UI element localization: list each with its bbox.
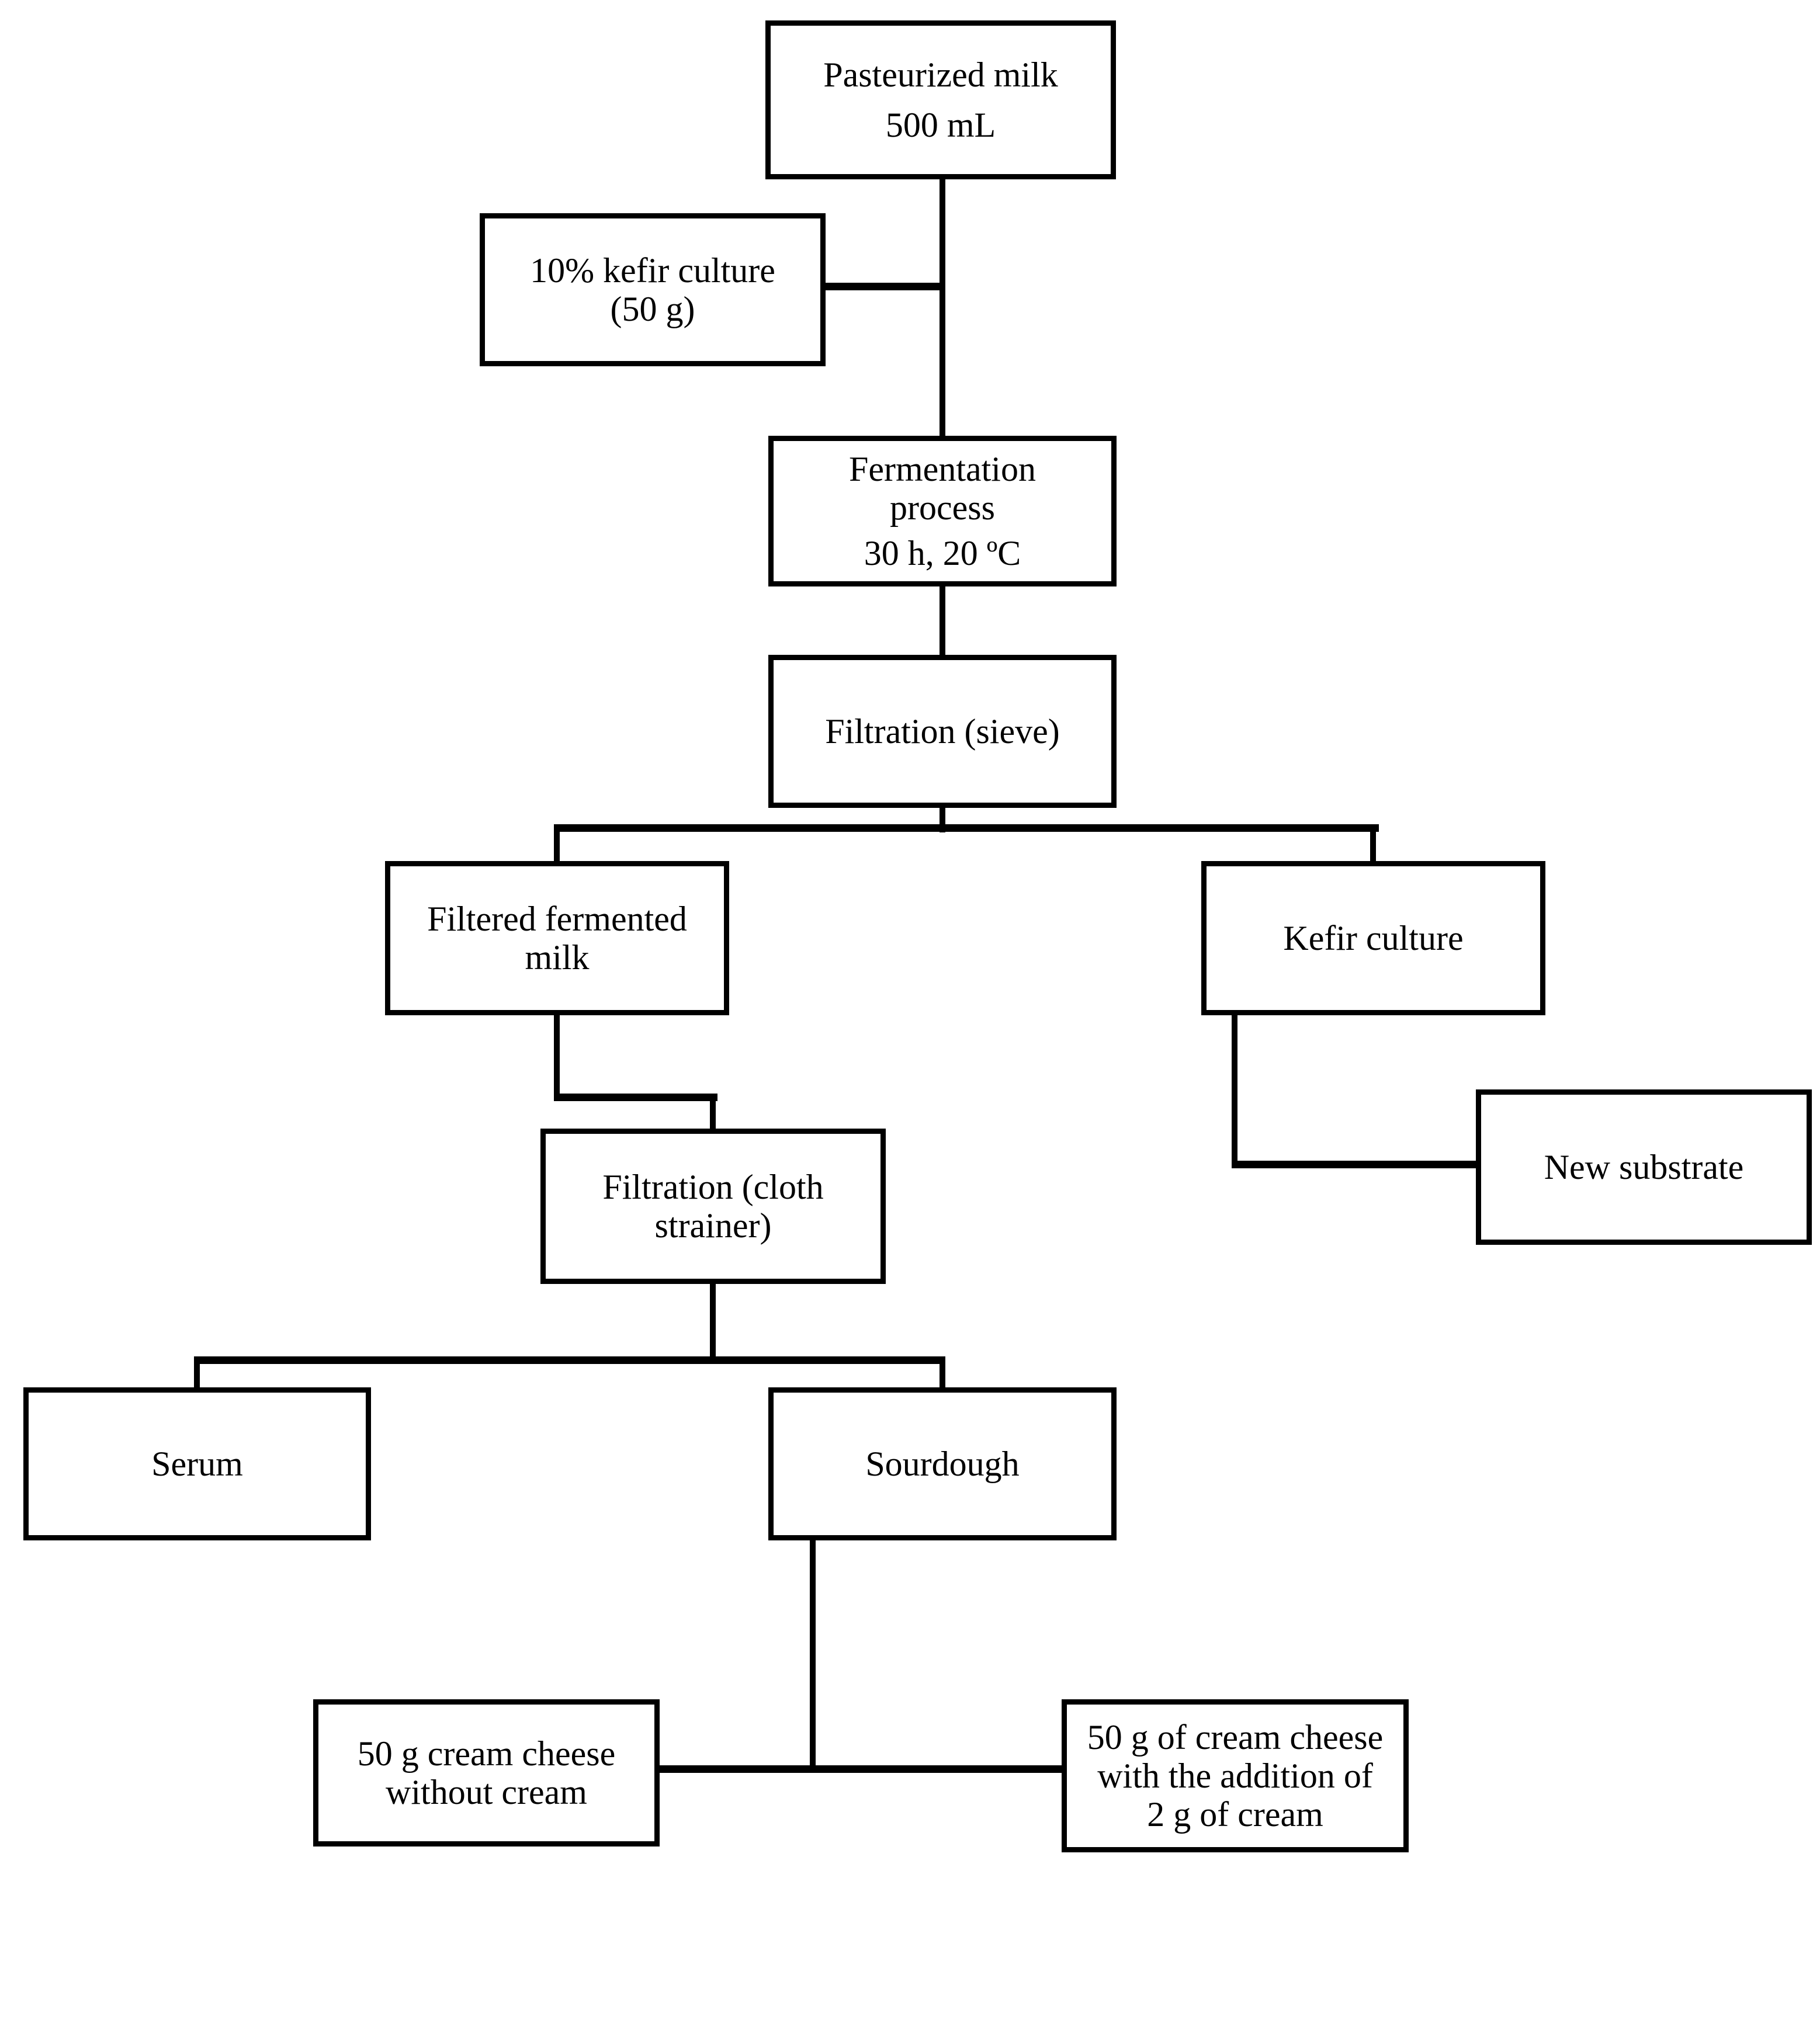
connector-sieve-drop (940, 806, 945, 832)
node-sourdough: Sourdough (768, 1387, 1117, 1540)
node-label: Serum (151, 1445, 243, 1483)
node-new-substrate: New substrate (1476, 1089, 1812, 1245)
connector-cloth-strainer-drop (710, 1282, 716, 1364)
connector-branch-to-kefir-culture (1370, 824, 1376, 865)
node-label: Kefir culture (1283, 919, 1464, 957)
node-label: process (890, 488, 995, 527)
node-filtration-sieve: Filtration (sieve) (768, 655, 1117, 808)
node-cream-cheese-without-cream: 50 g cream cheese without cream (313, 1699, 660, 1846)
node-label: Sourdough (865, 1445, 1020, 1483)
node-label: 2 g of cream (1147, 1795, 1323, 1834)
connector-into-new-substrate (1232, 1161, 1477, 1168)
connector-into-cloth-strainer (710, 1094, 716, 1131)
connector-filtered-milk-drop (554, 1014, 560, 1101)
connector-strainer-branch-horizontal (194, 1356, 945, 1364)
node-label: Pasteurized milk (823, 55, 1058, 94)
node-kefir-culture: Kefir culture (1201, 861, 1545, 1015)
connector-sieve-branch-horizontal (554, 824, 1379, 832)
node-label: New substrate (1544, 1148, 1744, 1186)
node-label: 10% kefir culture (530, 251, 775, 290)
connector-cream-cheese-horizontal (660, 1765, 1062, 1773)
node-label: (50 g) (610, 290, 695, 328)
connector-milk-to-fermentation (940, 175, 945, 441)
node-label: 50 g of cream cheese (1087, 1718, 1384, 1757)
connector-filtered-milk-elbow (554, 1094, 717, 1101)
node-label: Filtration (cloth (602, 1168, 824, 1206)
node-label: milk (525, 938, 590, 977)
node-serum: Serum (23, 1387, 371, 1540)
node-label: Filtered fermented (427, 900, 687, 938)
node-fermentation-process: Fermentation process 30 h, 20 ºC (768, 436, 1117, 586)
connector-sourdough-drop (810, 1539, 816, 1772)
connector-kefir-culture-drop (1232, 1014, 1237, 1168)
connector-branch-to-sourdough (940, 1356, 945, 1390)
node-label: Fermentation (849, 450, 1036, 488)
connector-kefir10-join (826, 283, 945, 290)
node-label: with the addition of (1097, 1757, 1373, 1795)
node-filtration-cloth-strainer: Filtration (cloth strainer) (540, 1129, 886, 1284)
node-filtered-fermented-milk: Filtered fermented milk (385, 861, 729, 1015)
node-label: 50 g cream cheese (357, 1734, 616, 1773)
node-kefir-culture-10-percent: 10% kefir culture (50 g) (480, 213, 826, 366)
node-label: without cream (386, 1773, 587, 1811)
node-cream-cheese-with-cream: 50 g of cream cheese with the addition o… (1062, 1699, 1409, 1852)
node-label: 30 h, 20 ºC (864, 534, 1021, 572)
connector-branch-to-filtered-milk (554, 824, 560, 865)
node-label: 500 mL (885, 106, 996, 144)
node-label: Filtration (sieve) (825, 712, 1060, 751)
node-label: strainer) (654, 1206, 772, 1245)
connector-branch-to-serum (194, 1356, 200, 1390)
connector-fermentation-to-sieve (940, 584, 945, 660)
node-pasteurized-milk: Pasteurized milk 500 mL (765, 20, 1116, 179)
